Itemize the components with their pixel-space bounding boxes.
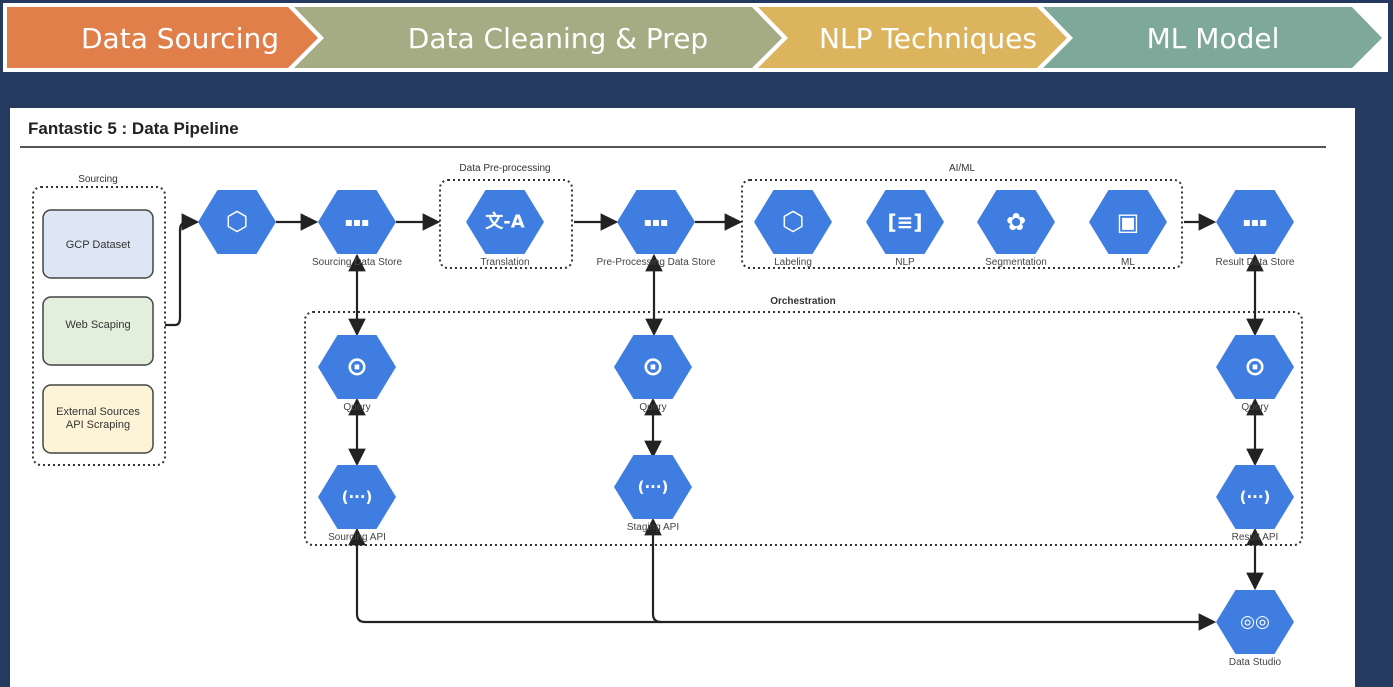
node-label: ML [1121,257,1135,268]
node-label: Query [1241,402,1268,413]
source-label: Web Scaping [65,319,130,331]
hexagon-node-shape [1216,590,1294,654]
pipeline-node[interactable]: ⬡ Labeling [754,190,832,268]
stage-data-sourcing[interactable] [7,7,318,68]
hexagon-node-shape [318,335,396,399]
query-icon: ⊙ [1244,352,1266,382]
pipeline-node[interactable]: ⬡ [198,190,276,254]
pipeline-node[interactable]: (···) Result API [1216,465,1294,543]
hexagon-node-shape [977,190,1055,254]
group-label: AI/ML [949,163,976,174]
pipeline-node[interactable]: [≡] NLP [866,190,944,268]
translation-icon: 文-A [485,211,524,233]
stage-label: NLP Techniques [819,22,1037,55]
hexagon-node-shape [1216,465,1294,529]
node-label: Query [343,402,370,413]
query-icon: ⊙ [346,352,368,382]
node-label: Query [639,402,666,413]
node-label: NLP [895,257,915,268]
pipeline-node[interactable]: ⊙ Query [318,335,396,413]
node-label: Sourcing Data Store [312,257,402,268]
pipeline-node[interactable]: ▪▪▪ Sourcing Data Store [312,190,402,268]
pipeline-node[interactable]: (···) Sourcing API [318,465,396,543]
source-web-scraping[interactable] [42,296,154,366]
group-label: Data Pre-processing [459,163,550,174]
source-gcp-dataset[interactable] [42,209,154,279]
api-icon: (···) [1240,488,1271,506]
hexagon-node-shape [1216,335,1294,399]
query-icon: ⊙ [642,352,664,382]
diagram-panel: Fantastic 5 : Data Pipeline Sourcing Dat… [10,108,1355,687]
data-pipeline-diagram: Fantastic 5 : Data Pipeline Sourcing Dat… [20,119,1326,668]
api-icon: (···) [638,478,669,496]
node-label: Translation [480,257,529,268]
pipeline-node[interactable]: ▪▪▪ Result Data Store [1216,190,1295,268]
stage-nlp-techniques[interactable] [758,7,1067,68]
connectors [165,213,1264,631]
node-label: Sourcing API [328,532,386,543]
pipeline-node[interactable]: ◎◎ Data Studio [1216,590,1294,668]
hexagon-node-shape [866,190,944,254]
pipeline-node[interactable]: ✿ Segmentation [977,190,1055,268]
source-external-api[interactable] [42,384,154,454]
stage-label: ML Model [1147,22,1280,55]
node-label: Labeling [774,257,812,268]
node-label: Staging API [627,522,679,533]
api-icon: (···) [342,488,373,506]
hexagon-node-shape [318,190,396,254]
group-label: Sourcing [78,174,117,185]
stage-label: Data Sourcing [81,22,279,55]
pipeline-node[interactable]: ⊙ Query [1216,335,1294,413]
hexagon-node-shape [198,190,276,254]
pipeline-node[interactable]: ▣ ML [1089,190,1167,268]
source-label: GCP Dataset [66,239,131,251]
segmentation-icon: ✿ [1006,208,1026,236]
hexagon-node-shape [1089,190,1167,254]
hexagon-node-shape [1216,190,1294,254]
nlp-icon: [≡] [887,210,922,234]
node-label: Result Data Store [1216,257,1295,268]
pipeline-node[interactable]: 文-A Translation [466,190,544,268]
chip-icon: ▣ [1117,208,1140,236]
pipeline-node[interactable]: ⊙ Query [614,335,692,413]
hexagon-node-shape [614,455,692,519]
data-store-icon: ▪▪▪ [345,215,369,229]
hexagon-node-shape [466,190,544,254]
aiml-group [741,179,1183,269]
sourcing-group [32,186,166,466]
stage-data-cleaning[interactable] [294,7,782,68]
hexagon-node-shape [754,190,832,254]
stage-label: Data Cleaning & Prep [408,22,708,55]
data-store-icon: ▪▪▪ [644,215,668,229]
data-studio-icon: ◎◎ [1240,612,1270,632]
pipeline-node[interactable]: (···) Staging API [614,455,692,533]
stage-ml-model[interactable] [1043,7,1382,68]
diagram-title: Fantastic 5 : Data Pipeline [28,119,239,138]
group-label: Orchestration [770,296,836,307]
orchestration-group [304,311,1303,546]
node-label: Data Studio [1229,657,1282,668]
node-label: Result API [1232,532,1279,543]
preprocessing-group [439,179,573,269]
pipeline-node[interactable]: ▪▪▪ Pre-Processing Data Store [597,190,716,268]
node-label: Segmentation [985,257,1047,268]
source-label: API Scraping [66,419,130,431]
labeling-icon: ⬡ [782,207,805,237]
source-label: External Sources [56,406,140,418]
hexagon-node-shape [614,335,692,399]
cloud-hex-icon: ⬡ [226,207,249,237]
hexagon-node-shape [617,190,695,254]
hexagon-node-shape [318,465,396,529]
data-store-icon: ▪▪▪ [1243,215,1267,229]
node-label: Pre-Processing Data Store [597,257,716,268]
pipeline-stage-banner: Data Sourcing Data Cleaning & Prep NLP T… [3,3,1388,72]
